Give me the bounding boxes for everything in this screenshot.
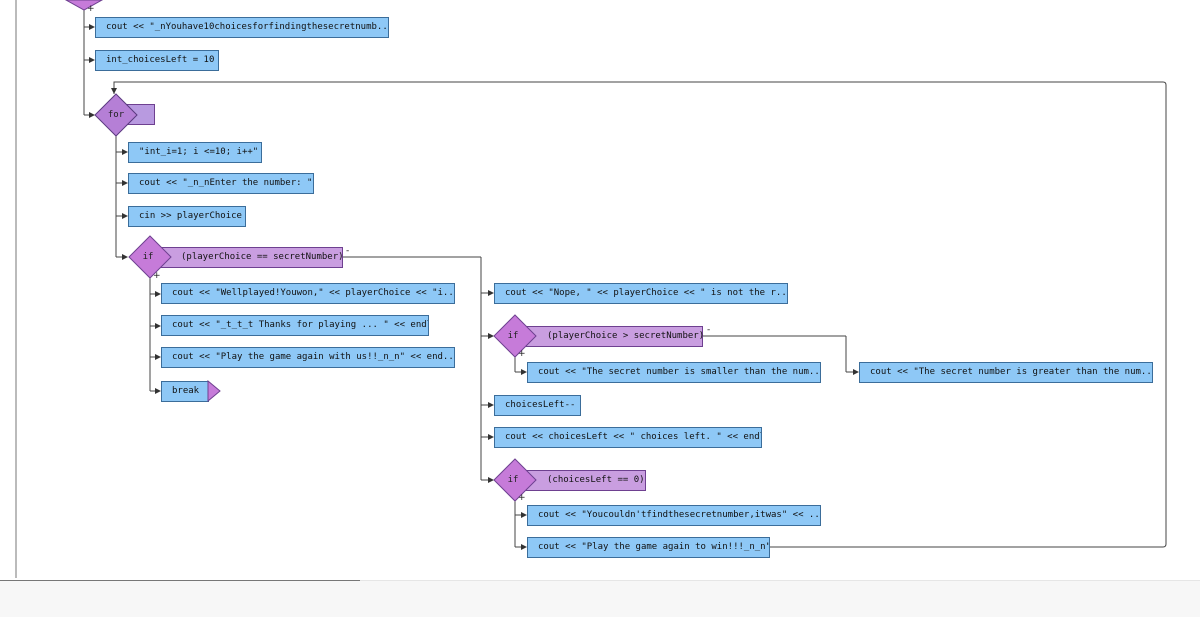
no-tag: - [346,246,350,256]
yes-tag: + [518,349,526,359]
horizontal-divider [0,580,360,581]
yes-tag: + [153,271,161,281]
statement-cout-play-again-win[interactable]: cout << "Play the game again to win!!!_n… [527,537,770,558]
yes-tag: + [518,493,526,503]
condition-if-equal[interactable]: (playerChoice == secretNumber) [160,247,344,268]
statement-cout-choices-left[interactable]: cout << choicesLeft << " choices left. "… [494,427,762,448]
statement-choices-decrement[interactable]: choicesLeft-- [494,395,581,416]
if-choices-zero-diamond-label: if [507,475,519,485]
if-equal-diamond[interactable] [128,235,172,279]
statement-cin-choice[interactable]: cin >> playerChoice [128,206,246,227]
statement-cout-choices[interactable]: cout << "_nYouhave10choicesforfindingthe… [95,17,389,38]
statement-cout-nope[interactable]: cout << "Nope, " << playerChoice << " is… [494,283,788,304]
statement-cout-play-again-us[interactable]: cout << "Play the game again with us!!_n… [161,347,455,368]
condition-if-greater[interactable]: (playerChoice > secretNumber) [526,326,704,347]
break-arrow-shape [207,380,221,402]
if-greater-diamond[interactable] [493,314,537,358]
if-greater-diamond-label: if [507,331,519,341]
statement-cout-well-played[interactable]: cout << "Wellplayed!Youwon," << playerCh… [161,283,455,304]
statement-for-init[interactable]: "int_i=1; i <=10; i++" [128,142,262,163]
statement-cout-couldnt-find[interactable]: cout << "Youcouldn'tfindthesecretnumber,… [527,505,821,526]
statement-cout-enter[interactable]: cout << "_n_nEnter the number: " [128,173,314,194]
no-tag: - [707,325,711,335]
if-equal-diamond-label: if [142,252,154,262]
if-choices-zero-diamond[interactable] [493,458,537,502]
statement-int-choices-left[interactable]: int_choicesLeft = 10 [95,50,219,71]
horizontal-scroll-area[interactable] [0,580,1200,617]
statement-cout-smaller[interactable]: cout << "The secret number is smaller th… [527,362,821,383]
statement-cout-greater[interactable]: cout << "The secret number is greater th… [859,362,1153,383]
statement-cout-thanks[interactable]: cout << "_t_t_t Thanks for playing ... "… [161,315,429,336]
yes-tag: + [87,4,95,14]
statement-break[interactable]: break [161,381,209,402]
for-diamond[interactable] [94,93,138,137]
condition-if-choices-zero[interactable]: (choicesLeft == 0) [526,470,646,491]
for-diamond-label: for [107,110,125,120]
